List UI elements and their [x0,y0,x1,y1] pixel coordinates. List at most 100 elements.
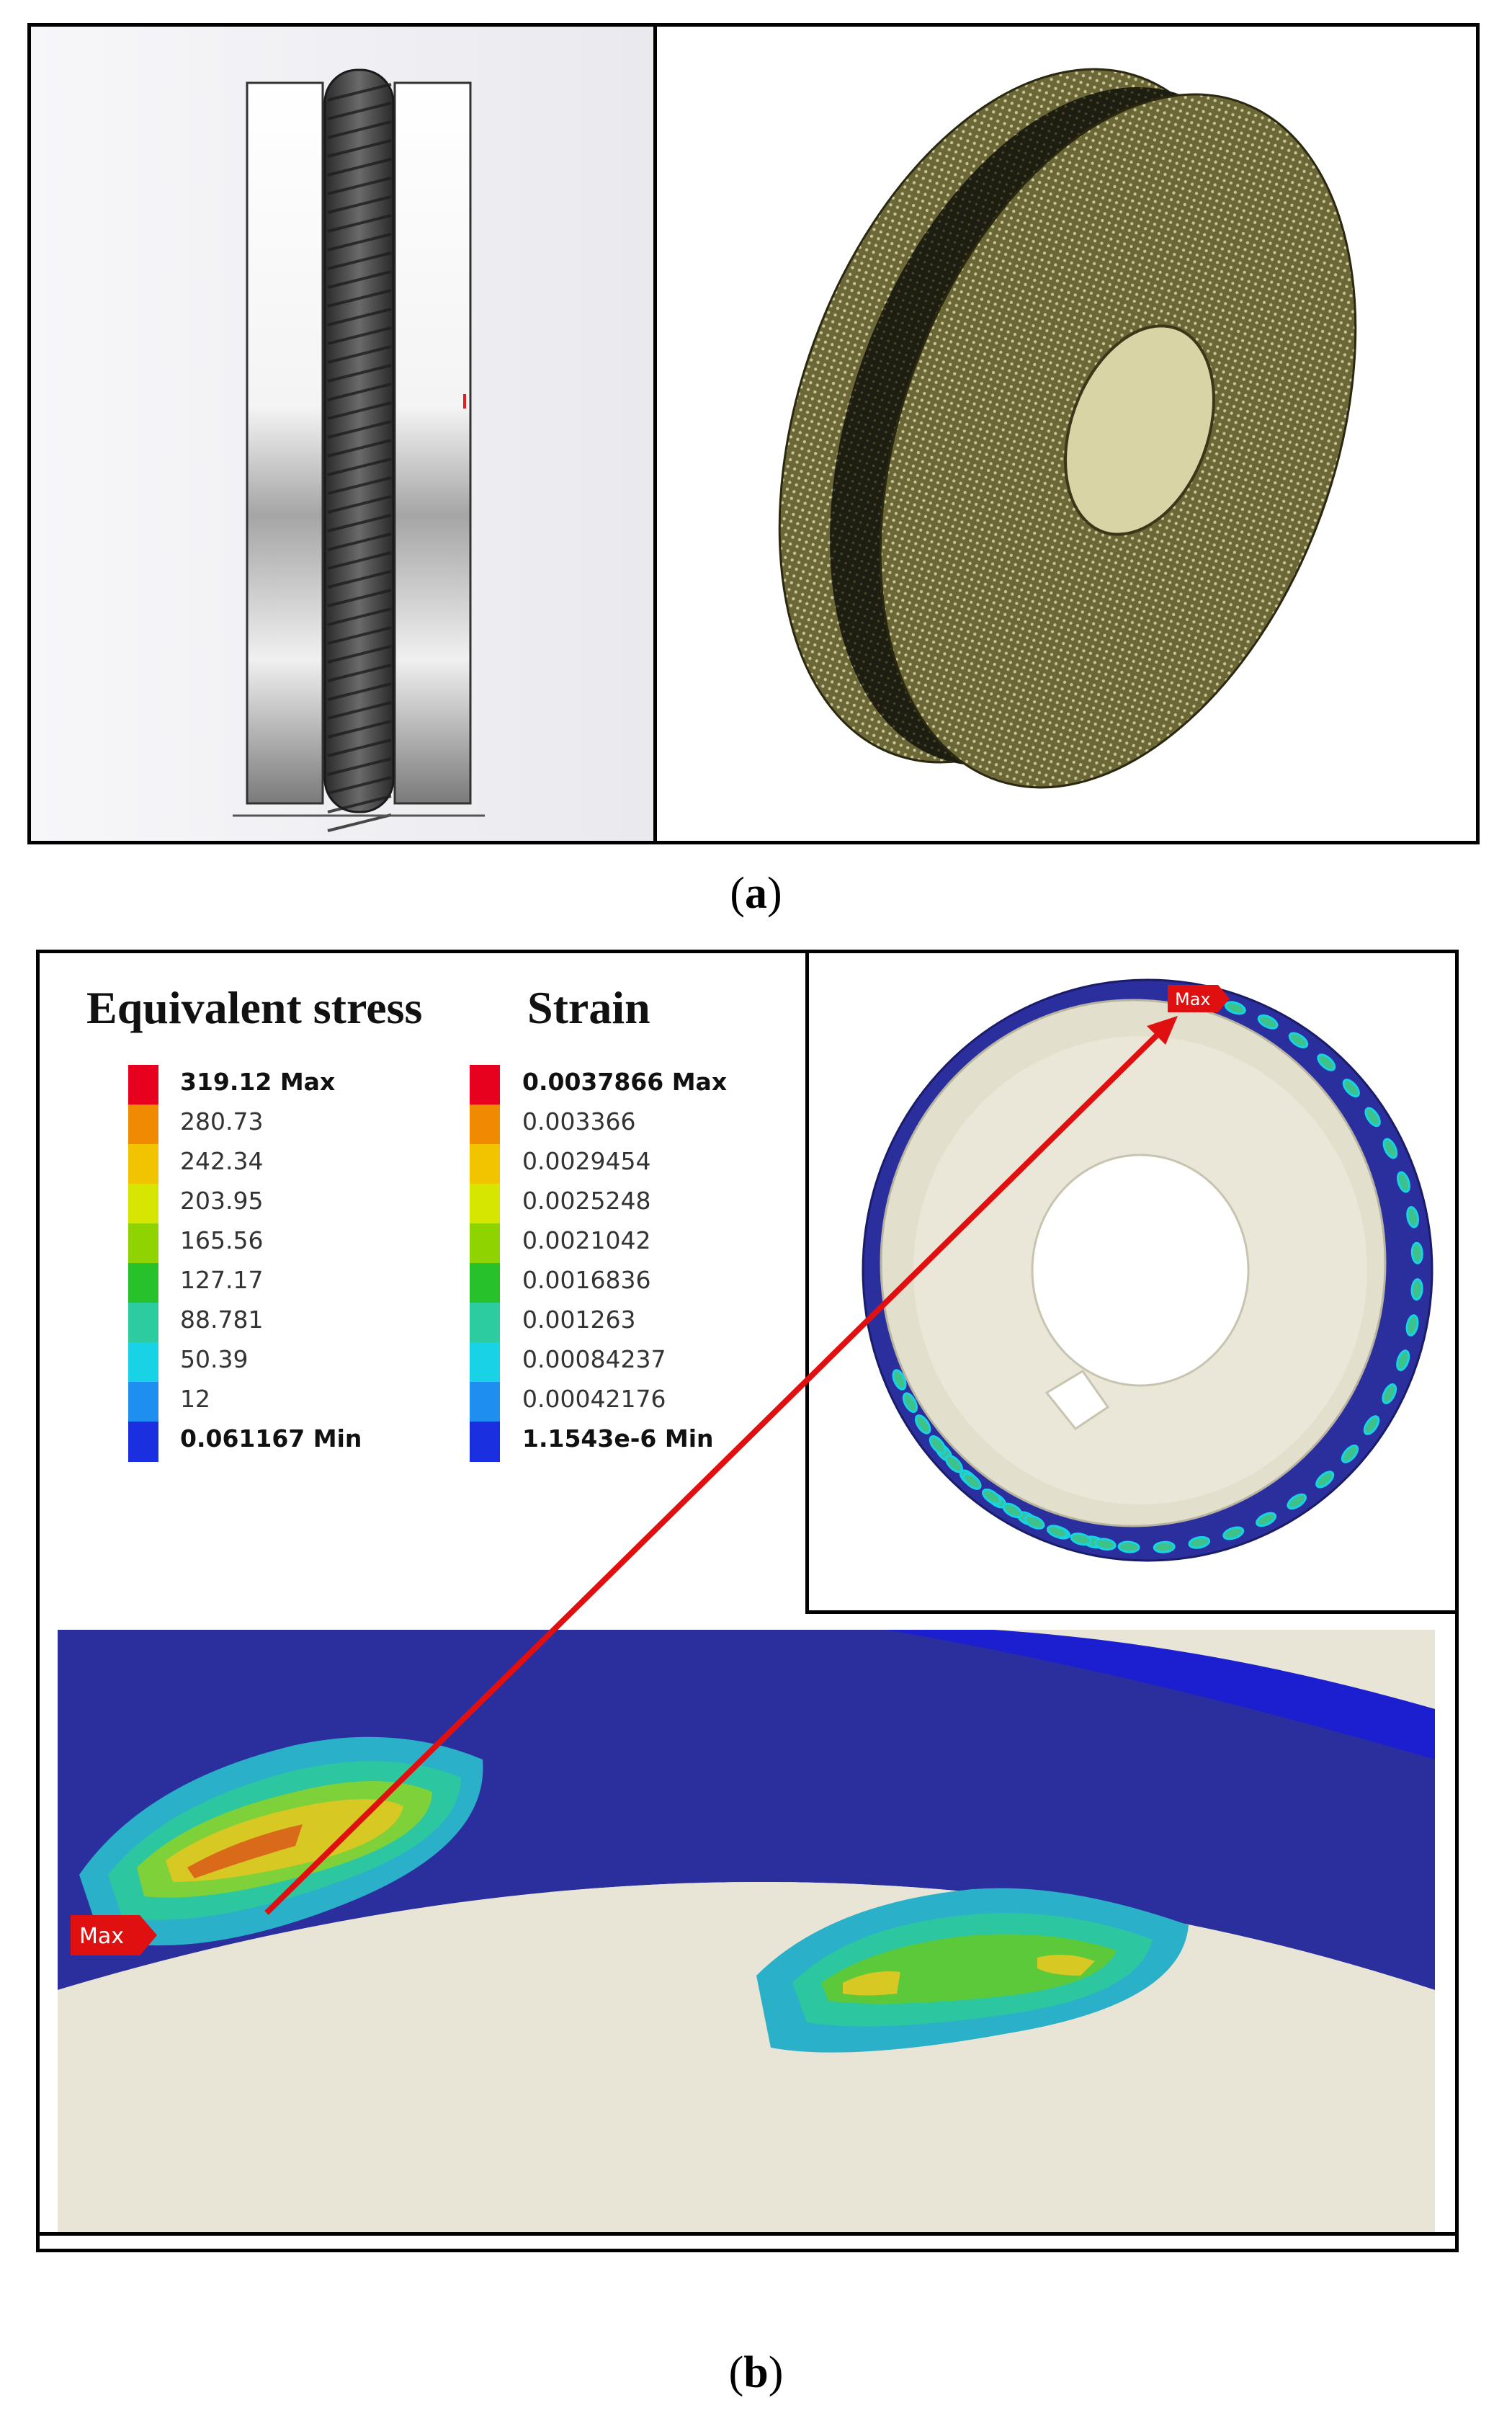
inset-stress-spot [1317,1053,1336,1071]
panel-b-bottom-rule [36,2232,1459,2236]
legend_stress-swatch [128,1382,158,1422]
legend-strain-title: Strain [527,982,650,1033]
legend-stress-title: Equivalent stress [86,982,423,1033]
inset-stress-spot [1396,1349,1410,1372]
rope-strand-line [327,326,392,345]
rope-strand-line [327,458,392,476]
legend_strain-swatch [470,1382,500,1422]
rope-strand-line [327,757,392,776]
legend_stress-swatch [128,1422,158,1462]
legend_strain-label: 0.00042176 [522,1385,666,1413]
rope-strand-line [327,195,392,214]
legend_strain-label: 0.0029454 [522,1147,651,1175]
legend_stress-swatch [128,1303,158,1343]
rope-strand-line [327,682,392,701]
legend_stress-label: 0.061167 Min [180,1424,362,1453]
rope-strand-line [327,495,392,514]
legend_stress-swatch [128,1342,158,1383]
pulley-contour-inset: Max [862,978,1433,1562]
inset-stress-spot [1405,1314,1419,1337]
rope-strand-line [327,720,392,739]
legend_strain-swatch [470,1105,500,1145]
rope-strand-line [327,701,392,720]
inset-stress-spot [1364,1107,1381,1128]
panel-a-mesh-view [653,23,1480,844]
pulley-side-view-illustration [233,68,485,832]
legend_strain-swatch [470,1263,500,1303]
rope-strand-line [327,607,392,626]
rope-strand-line [327,139,392,158]
inset-stress-spot [1397,1171,1410,1193]
legend_stress-swatch [128,1065,158,1105]
rope-strand-line [327,532,392,551]
rope-strand-line [327,401,392,420]
rope-strand-line [327,102,392,120]
legend_stress-swatch [128,1105,158,1145]
inset-stress-spot [1222,1526,1245,1540]
legend_strain-label: 0.00084237 [522,1345,666,1373]
legend_strain-swatch [470,1422,500,1462]
legend_strain-swatch [470,1303,500,1343]
rope-strand-line [327,383,392,401]
legend_stress-label: 203.95 [180,1187,264,1215]
rope-strand-line [327,120,392,139]
inset-full-pulley-view: Max [805,950,1459,1614]
rope-strand-line [327,795,392,813]
legend_stress-swatch [128,1184,158,1224]
max-marker-zoom [71,1915,140,1955]
caption-b: (b) [728,2348,784,2397]
legend_strain-label: 0.0021042 [522,1226,651,1254]
rope-strand-line [327,345,392,364]
inset-stress-spot [1153,1540,1176,1553]
inset-stress-spot [1382,1138,1398,1159]
legend_strain-swatch [470,1342,500,1383]
inset-stress-spot [1257,1014,1279,1030]
rope-strand-line [327,551,392,570]
inset-stress-spot [1256,1512,1277,1527]
legend_strain-label: 0.0025248 [522,1187,651,1215]
rope-strand-line [327,514,392,532]
caption-a: (a) [730,869,782,918]
inset-stress-spot [1224,1001,1246,1015]
inset-stress-spot [1288,1032,1309,1048]
inset-stress-spot [1341,1444,1359,1463]
rope-strand-line [327,177,392,195]
rope-strand-line [327,251,392,270]
rope-strand-line [327,214,392,233]
legend_strain-label: 0.001263 [522,1306,636,1334]
inset-stress-spot [1363,1415,1380,1435]
rope-strand-line [327,664,392,682]
legend_strain-swatch [470,1065,500,1105]
legend_stress-label: 127.17 [180,1266,264,1294]
rope-strand-line [327,476,392,495]
rope-strand-line [327,645,392,664]
inset-stress-spot [1188,1536,1211,1549]
max-label-inset: Max [1175,989,1211,1009]
rope-strand-line [327,739,392,757]
rope-strand-line [327,570,392,589]
rope-strand-line [327,589,392,607]
legend_strain-label: 0.003366 [522,1107,636,1136]
inset-stress-spot [1315,1471,1335,1489]
legend_strain-swatch [470,1223,500,1264]
rope-strand-line [327,420,392,439]
legend_strain-swatch [470,1184,500,1224]
rope-strand-line [327,776,392,795]
rope-strand-line [327,813,392,832]
zoomed-contour-view: Max [58,1630,1435,2234]
rope-strand-line [327,308,392,326]
legend_strain-label: 0.0016836 [522,1266,651,1294]
rope-strand-line [327,364,392,383]
legend_stress-label: 165.56 [180,1226,264,1254]
rope-strand-line [327,289,392,308]
max-marker-inset [1168,985,1218,1012]
rope-strand-line [327,233,392,251]
legend_stress-label: 12 [180,1385,210,1413]
legend_stress-swatch [128,1223,158,1264]
rope-strand-line [327,158,392,177]
legend_strain-label: 1.1543e-6 Min [522,1424,714,1453]
rope-strand-line [327,626,392,645]
hotspot-right [756,1888,1189,2053]
rope-strand-line [327,439,392,458]
legend_stress-label: 50.39 [180,1345,249,1373]
